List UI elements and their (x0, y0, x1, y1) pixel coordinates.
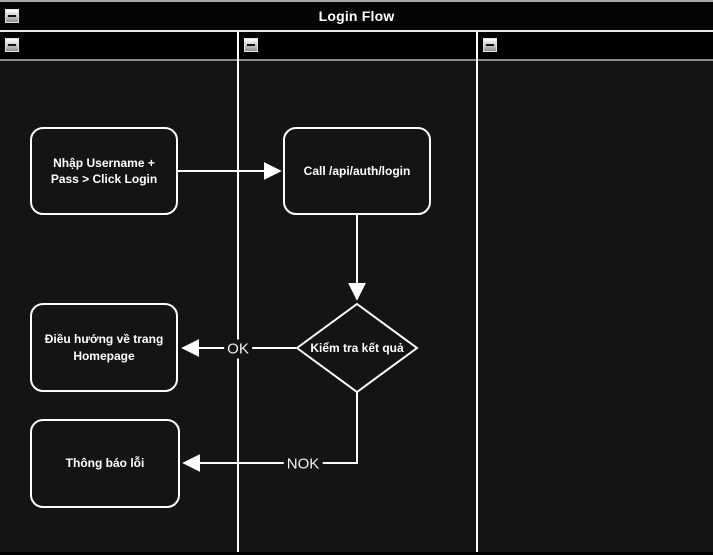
lane-fe-collapse-button[interactable] (5, 38, 19, 52)
node-check-result-shape[interactable] (295, 302, 419, 394)
node-label: Thông báo lỗi (65, 456, 145, 471)
edge-label-ok[interactable]: OK (224, 339, 252, 359)
minus-icon (247, 44, 255, 46)
lane-be-collapse-button[interactable] (244, 38, 258, 52)
node-label: Nhập Username + Pass > Click Login (50, 155, 158, 186)
lane-core-collapse-button[interactable] (483, 38, 497, 52)
edge-label-nok[interactable]: NOK (283, 454, 323, 474)
minus-icon (8, 15, 16, 17)
node-label: Điều hướng về trang Homepage (44, 332, 164, 363)
pool-title: Login Flow (318, 8, 395, 24)
pool-title-separator (0, 30, 713, 32)
lane-header-separator (0, 59, 713, 61)
edge-check-nok-to-error[interactable] (182, 392, 358, 472)
pool-title-bar[interactable]: Login Flow (0, 2, 713, 30)
pool-top-border (0, 0, 713, 2)
node-navigate-home[interactable]: Điều hướng về trang Homepage (30, 303, 178, 392)
node-error-message[interactable]: Thông báo lỗi (30, 419, 180, 508)
node-check-result-label: Kiểm tra kết quả (310, 341, 404, 355)
node-input-login[interactable]: Nhập Username + Pass > Click Login (30, 127, 178, 215)
node-label: Call /api/auth/login (303, 163, 411, 178)
lane-divider (476, 32, 478, 552)
minus-icon (8, 44, 16, 46)
lane-divider (237, 32, 239, 552)
pool-collapse-button[interactable] (5, 9, 19, 23)
minus-icon (486, 44, 494, 46)
node-call-api[interactable]: Call /api/auth/login (283, 127, 431, 215)
